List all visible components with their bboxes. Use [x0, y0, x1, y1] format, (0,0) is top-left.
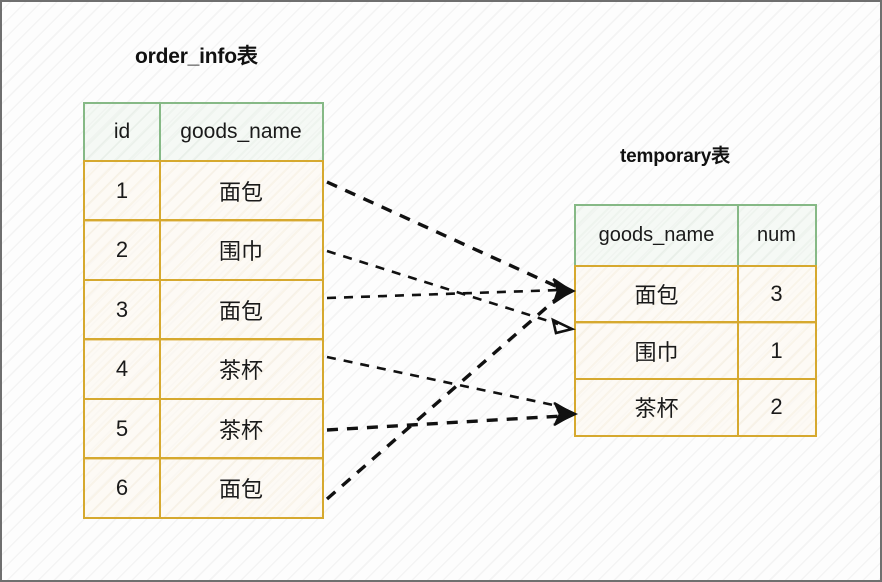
temporary-table: goods_name num 面包 3 围巾 1 茶杯 2	[574, 204, 817, 437]
arrowhead-scarf	[551, 317, 576, 335]
cell-goods-name: 面包	[158, 457, 324, 519]
table-row: 围巾 1	[574, 321, 817, 380]
cell-goods-name: 围巾	[158, 219, 324, 281]
cell-id: 4	[83, 338, 161, 400]
table-row: 2 围巾	[83, 219, 324, 281]
mapping-arrow-2-to-scarf	[326, 249, 559, 326]
table-row: 茶杯 2	[574, 377, 817, 437]
mapping-arrow-4-to-cup	[326, 355, 559, 408]
column-header-goods-name: goods_name	[158, 102, 324, 162]
cell-num: 2	[736, 377, 817, 437]
cell-goods-name: 围巾	[574, 321, 739, 380]
cell-goods-name: 茶杯	[158, 397, 324, 460]
mapping-arrow-5-to-cup	[326, 414, 563, 432]
arrowhead-bread	[552, 277, 576, 305]
cell-num: 1	[736, 321, 817, 380]
arrowhead-cup	[553, 401, 579, 427]
cell-id: 2	[83, 219, 161, 281]
cell-goods-name: 面包	[158, 159, 324, 222]
order-info-table: id goods_name 1 面包 2 围巾 3 面包 4 茶杯 5 茶杯 6…	[83, 102, 324, 519]
temporary-table-title: temporary表	[620, 146, 730, 167]
mapping-arrow-1-to-bread	[326, 180, 561, 290]
order-info-table-title: order_info表	[135, 45, 258, 68]
mapping-arrow-3-to-bread	[326, 288, 561, 300]
cell-num: 3	[736, 264, 817, 324]
column-header-goods-name: goods_name	[574, 204, 739, 267]
table-row: 6 面包	[83, 457, 324, 519]
table-row: 1 面包	[83, 159, 324, 222]
column-header-num: num	[736, 204, 817, 267]
table-row: 3 面包	[83, 278, 324, 341]
cell-goods-name: 面包	[574, 264, 739, 324]
table-row: 5 茶杯	[83, 397, 324, 460]
table-header-row: id goods_name	[83, 102, 324, 162]
cell-id: 1	[83, 159, 161, 222]
column-header-id: id	[83, 102, 161, 162]
mapping-arrow-6-to-bread	[325, 292, 564, 501]
cell-id: 5	[83, 397, 161, 460]
table-header-row: goods_name num	[574, 204, 817, 267]
table-row: 4 茶杯	[83, 338, 324, 400]
cell-id: 6	[83, 457, 161, 519]
cell-id: 3	[83, 278, 161, 341]
table-row: 面包 3	[574, 264, 817, 324]
cell-goods-name: 面包	[158, 278, 324, 341]
cell-goods-name: 茶杯	[574, 377, 739, 437]
cell-goods-name: 茶杯	[158, 338, 324, 400]
